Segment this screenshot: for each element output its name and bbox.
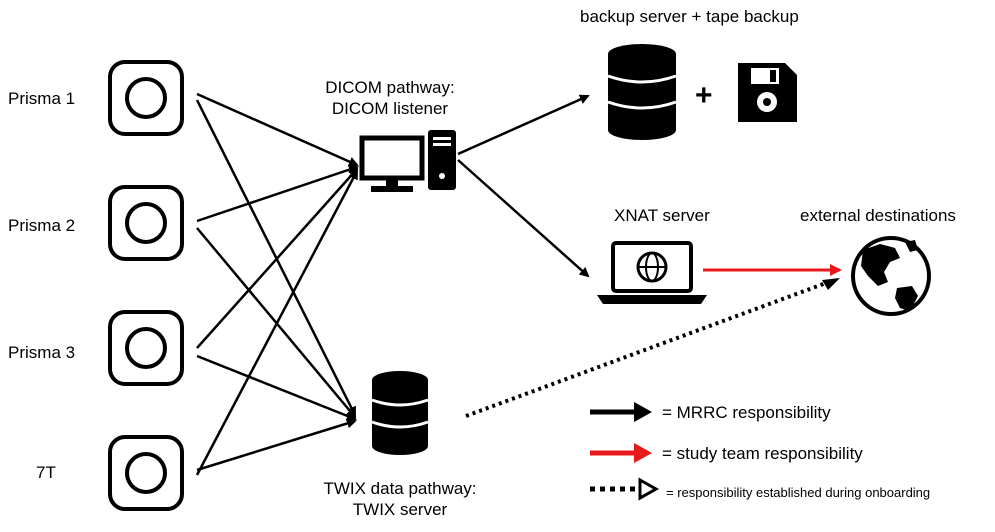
legend-label-mrrc: = MRRC responsibility — [662, 403, 831, 422]
arrow-twix-external — [465, 281, 827, 418]
server-icon — [607, 44, 677, 140]
backup-plus: + — [695, 79, 713, 112]
arrow-dicom-xnat — [457, 159, 590, 278]
external-label: external destinations — [800, 206, 956, 225]
scanner-prisma-1 — [108, 60, 184, 136]
twix-title-line2: TWIX server — [352, 500, 448, 519]
scanner-icon — [108, 185, 184, 261]
scanner-to-twix-arrows — [195, 99, 357, 472]
globe-icon — [851, 236, 931, 316]
scanner-label-prisma-1: Prisma 1 — [8, 89, 76, 108]
arrow-prisma3-twix — [196, 354, 357, 421]
dicom-title-line2: DICOM listener — [331, 99, 449, 118]
scanner-prisma-3 — [108, 310, 184, 386]
scanner-icon — [108, 435, 184, 511]
scanner-prisma-2 — [108, 185, 184, 261]
legend-label-study-team: = study team responsibility — [662, 444, 863, 463]
floppy-disk-icon — [738, 63, 797, 122]
scanner-icon — [108, 310, 184, 386]
backup-label: backup server + tape backup — [580, 7, 799, 26]
arrow-prisma1-twix — [195, 99, 357, 417]
scanner-icon — [108, 60, 184, 136]
scanner-label-7t: 7T — [36, 463, 56, 482]
arrow-prisma2-twix — [196, 227, 357, 419]
scanner-7t — [108, 435, 184, 511]
scanner-label-prisma-3: Prisma 3 — [8, 343, 76, 362]
xnat-label: XNAT server — [614, 206, 710, 225]
scanner-label-prisma-2: Prisma 2 — [8, 216, 76, 235]
scanner-to-dicom-arrows — [195, 92, 359, 476]
arrow-7t-twix — [196, 418, 357, 472]
legend-label-onboarding: = responsibility established during onbo… — [666, 485, 931, 500]
desktop-computer-icon — [359, 130, 456, 192]
dicom-title-line1: DICOM pathway: — [325, 78, 455, 97]
legend-arrows — [590, 402, 660, 501]
arrow-dicom-backup — [457, 94, 590, 156]
twix-title-line1: TWIX data pathway: — [323, 479, 477, 498]
laptop-globe-icon — [597, 241, 707, 304]
server-icon — [371, 371, 429, 455]
arrow-prisma2-dicom — [196, 164, 359, 223]
arrow-prisma1-dicom — [196, 92, 359, 167]
